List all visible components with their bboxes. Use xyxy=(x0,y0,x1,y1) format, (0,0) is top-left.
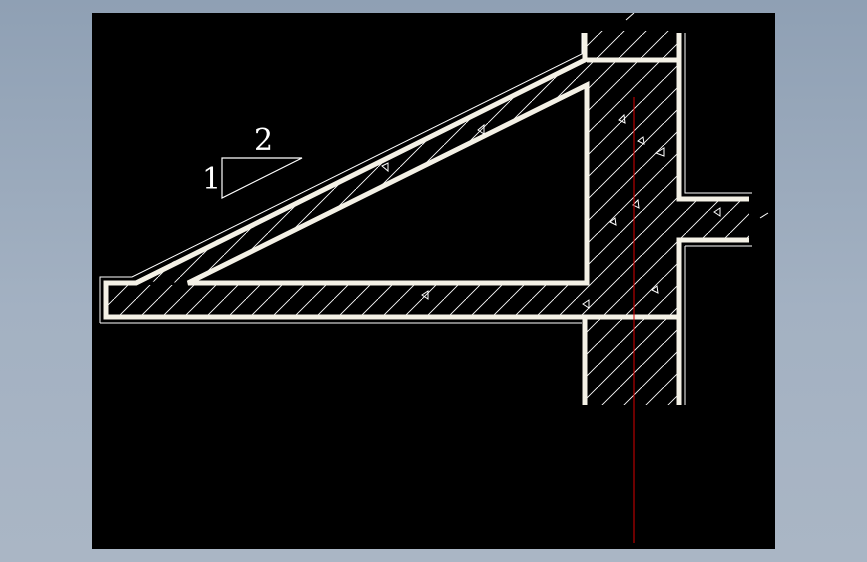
thin-outline xyxy=(99,13,769,405)
slope-rise-label: 1 xyxy=(202,162,221,197)
cad-viewport[interactable]: 1 2 xyxy=(92,13,775,549)
structure-outline xyxy=(103,33,749,405)
concrete-hatch xyxy=(106,31,749,405)
slope-run-label: 2 xyxy=(254,123,273,158)
slope-indicator: 1 2 xyxy=(202,123,303,199)
cad-drawing: 1 2 xyxy=(99,13,769,543)
triangle-marker-icon xyxy=(381,113,721,309)
